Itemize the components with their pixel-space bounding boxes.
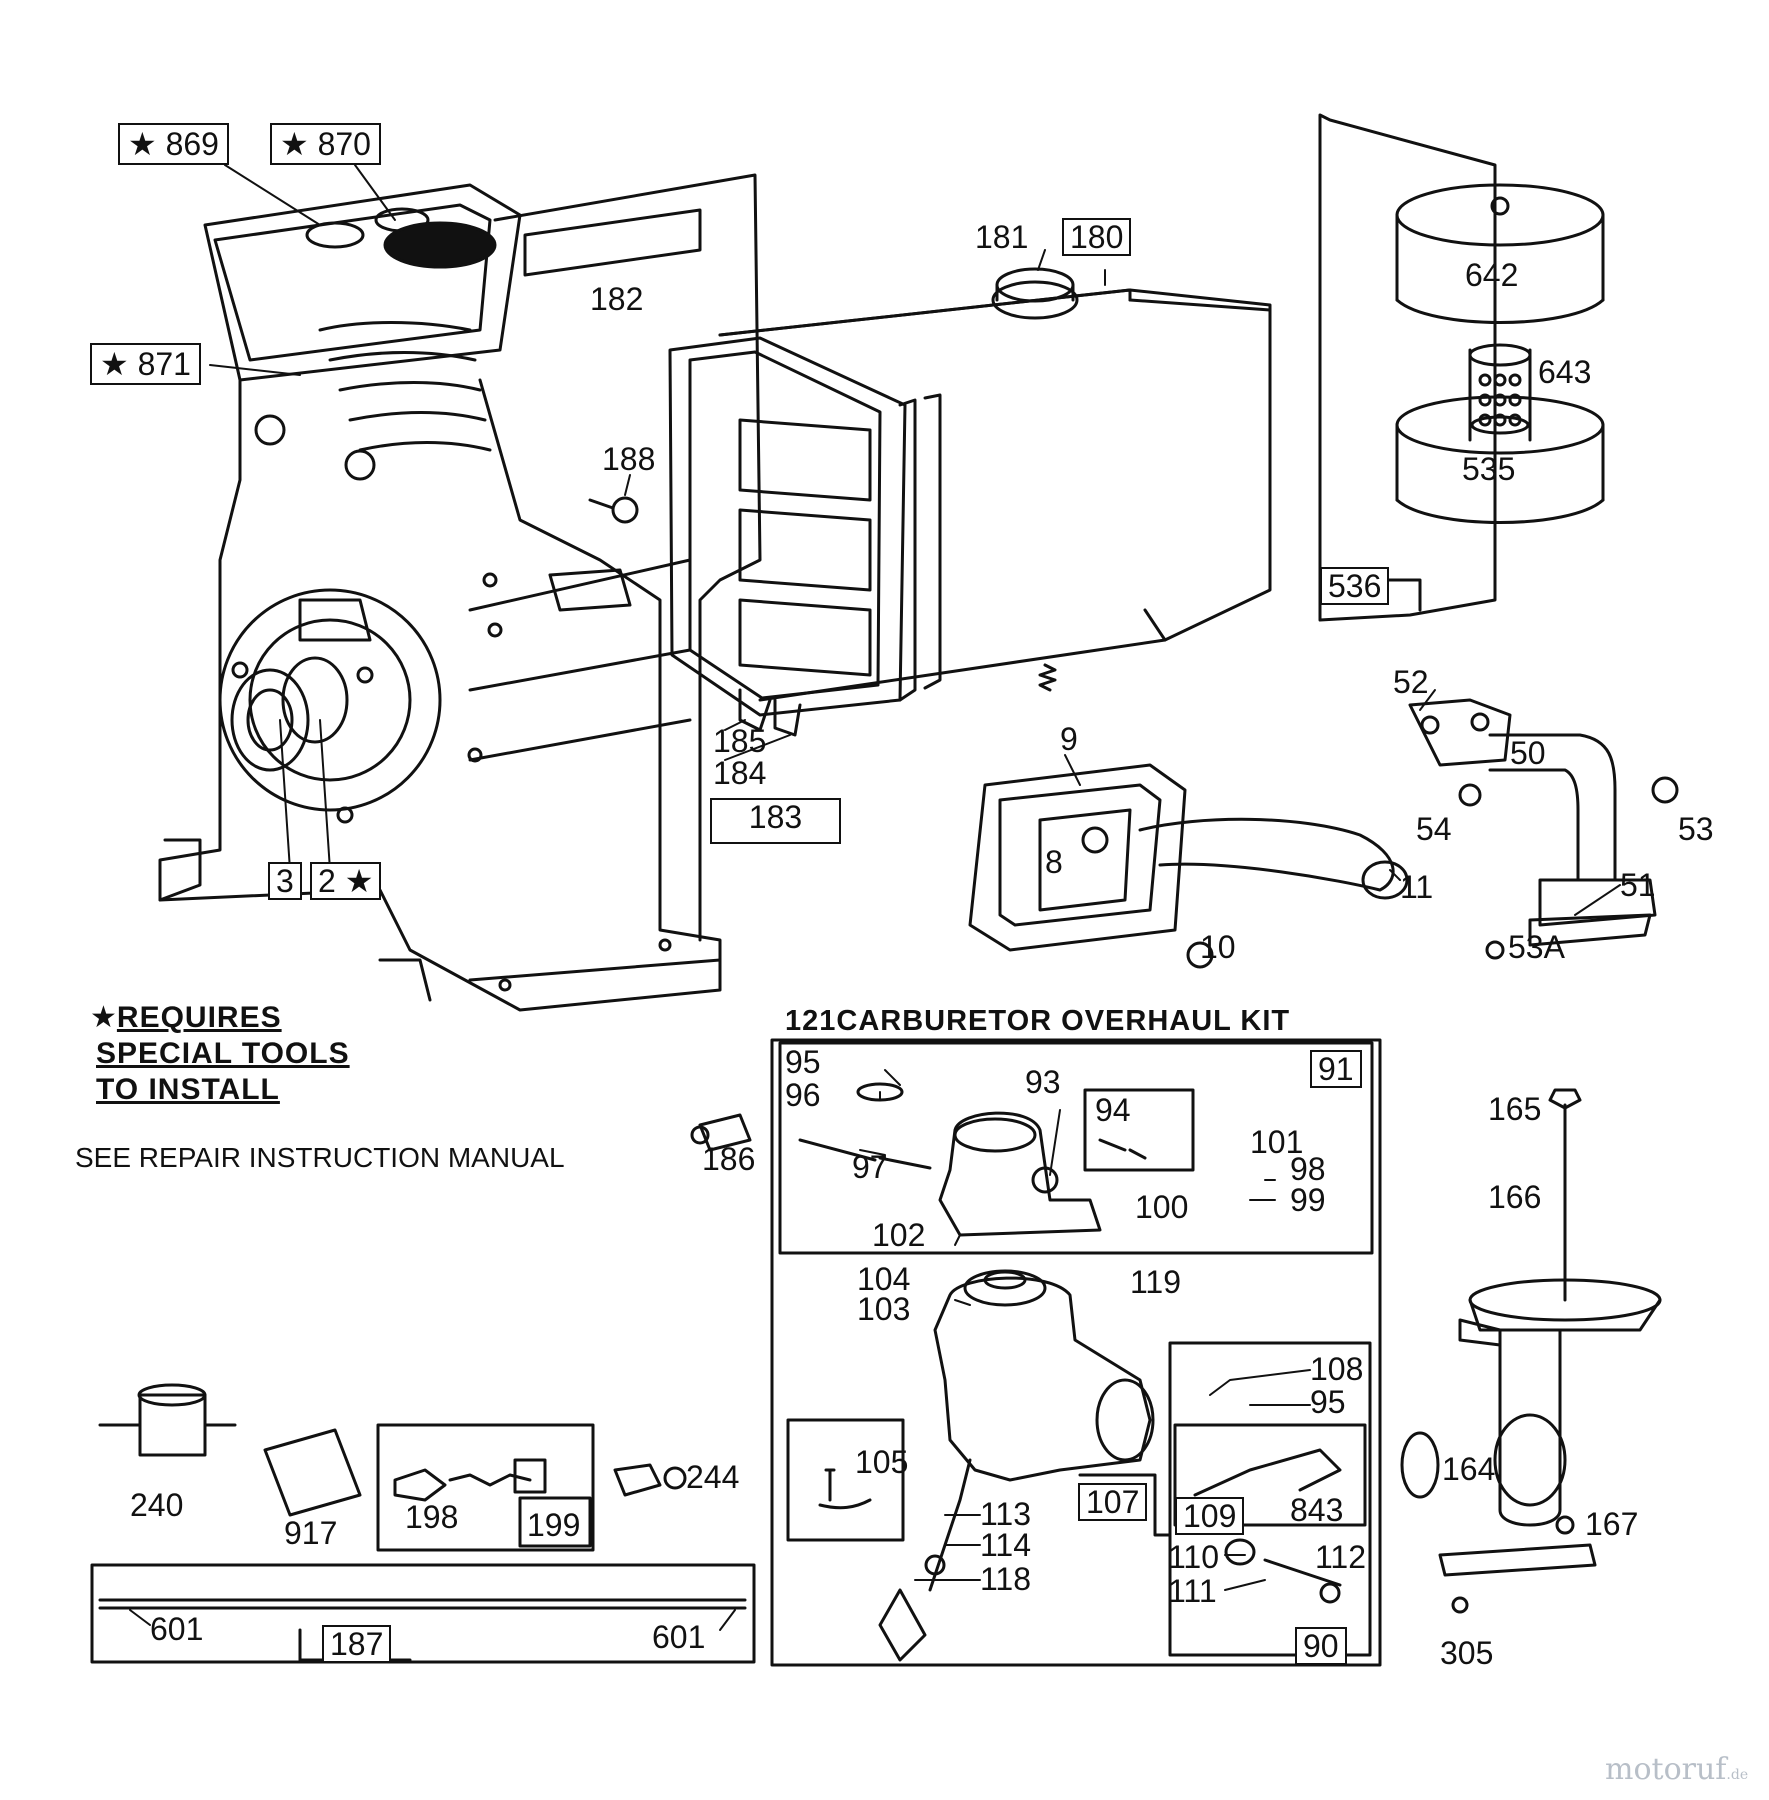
part-871-label: ★ 871 — [90, 343, 201, 385]
part-111: 111 — [1168, 1573, 1217, 1609]
part-199-label: 199 — [527, 1507, 581, 1543]
part-109-box: 109 — [1175, 1497, 1245, 1535]
part-870-label: ★ 870 — [270, 123, 381, 165]
part-166: 166 — [1488, 1179, 1542, 1215]
part-119: 119 — [1130, 1264, 1182, 1300]
part-240: 240 — [130, 1487, 184, 1523]
part-2-box: 2 ★ — [310, 862, 382, 900]
part-184: 184 — [713, 755, 767, 791]
part-102: 102 — [872, 1217, 926, 1253]
part-165: 165 — [1488, 1091, 1542, 1127]
watermark-brand: motoruf — [1605, 1752, 1727, 1787]
part-101: 101 — [1250, 1124, 1304, 1160]
part-118: 118 — [980, 1561, 1032, 1597]
part-52: 52 — [1393, 664, 1429, 700]
carburetor-kit-box — [770, 1038, 1382, 1667]
part-94-label: 94 — [1095, 1092, 1131, 1128]
part-110: 110 — [1168, 1539, 1220, 1575]
manual-note: SEE REPAIR INSTRUCTION MANUAL — [75, 1142, 565, 1173]
part-185: 185 — [713, 723, 767, 759]
watermark: motoruf.de — [1605, 1752, 1748, 1787]
part-100: 100 — [1135, 1189, 1189, 1225]
part-95-upper: 95 — [785, 1044, 821, 1080]
part-305: 305 — [1440, 1635, 1494, 1671]
part-871: 871 — [137, 346, 191, 382]
part-870: 870 — [317, 126, 371, 162]
part-108: 108 — [1310, 1351, 1364, 1387]
part-91-box: 91 — [1310, 1050, 1362, 1088]
part-113: 113 — [980, 1496, 1032, 1532]
part-917: 917 — [284, 1515, 338, 1551]
part-843: 843 — [1290, 1492, 1344, 1528]
part-105-label: 105 — [855, 1444, 909, 1480]
part-869: 869 — [165, 126, 219, 162]
kit-title: 121CARBURETOR OVERHAUL KIT — [785, 1005, 1291, 1037]
part-244: 244 — [686, 1459, 740, 1495]
part-103: 103 — [857, 1291, 911, 1327]
part-182: 182 — [590, 281, 644, 317]
part-186: 186 — [702, 1141, 756, 1177]
part-601-left: 601 — [150, 1611, 204, 1647]
fuel-parts-drawing — [90, 1113, 756, 1664]
part-51: 51 — [1620, 867, 1656, 903]
part-181: 181 — [975, 219, 1029, 255]
filter-element-box — [1318, 113, 1605, 622]
part-187-box: 187 — [322, 1625, 392, 1663]
engine-block-drawing — [158, 173, 762, 1012]
part-9: 9 — [1060, 721, 1078, 757]
part-643: 643 — [1538, 354, 1592, 390]
part-95-lower: 95 — [1310, 1384, 1346, 1420]
part-54: 54 — [1416, 811, 1452, 847]
part-112: 112 — [1315, 1539, 1367, 1575]
air-cleaner-drawing — [588, 267, 1272, 737]
part-10: 10 — [1200, 929, 1236, 965]
part-198: 198 — [405, 1499, 459, 1535]
watermark-suffix: .de — [1726, 1767, 1749, 1783]
part-96: 96 — [785, 1077, 821, 1113]
part-99: 99 — [1290, 1182, 1326, 1218]
part-8: 8 — [1045, 844, 1063, 880]
part-183: 183 — [748, 799, 803, 835]
part-188: 188 — [602, 441, 656, 477]
part-90-box: 90 — [1295, 1627, 1347, 1665]
note-line-3: TO INSTALL — [96, 1073, 280, 1106]
part-536-box: 536 — [1320, 567, 1390, 605]
part-53a: 53A — [1508, 929, 1565, 965]
elbow-drawing — [1408, 698, 1679, 960]
part-164: 164 — [1442, 1451, 1496, 1487]
breather-drawing — [968, 763, 1409, 969]
part-11: 11 — [1400, 869, 1434, 905]
note-line-1: REQUIRES — [116, 1001, 282, 1034]
part-98: 98 — [1290, 1151, 1326, 1187]
part-183-box: 183 — [710, 798, 841, 844]
part-167: 167 — [1585, 1506, 1639, 1542]
part-642: 642 — [1465, 257, 1519, 293]
part-50: 50 — [1510, 735, 1546, 771]
part-93: 93 — [1025, 1064, 1061, 1100]
part-869-label: ★ 869 — [118, 123, 229, 165]
part-53: 53 — [1678, 811, 1714, 847]
special-tools-note: ★REQUIRES SPECIAL TOOLS TO INSTALL — [90, 1001, 350, 1106]
part-97: 97 — [852, 1149, 888, 1185]
part-107-box: 107 — [1078, 1483, 1148, 1521]
governor-drawing — [1400, 1088, 1662, 1614]
part-535: 535 — [1462, 451, 1516, 487]
part-114: 114 — [980, 1527, 1032, 1563]
part-601-right: 601 — [652, 1619, 706, 1655]
part-3-box: 3 — [268, 862, 302, 900]
note-line-2: SPECIAL TOOLS — [96, 1037, 350, 1070]
part-104: 104 — [857, 1261, 911, 1297]
leader-lines — [129, 164, 1621, 1631]
part-180-box: 180 — [1062, 218, 1132, 256]
